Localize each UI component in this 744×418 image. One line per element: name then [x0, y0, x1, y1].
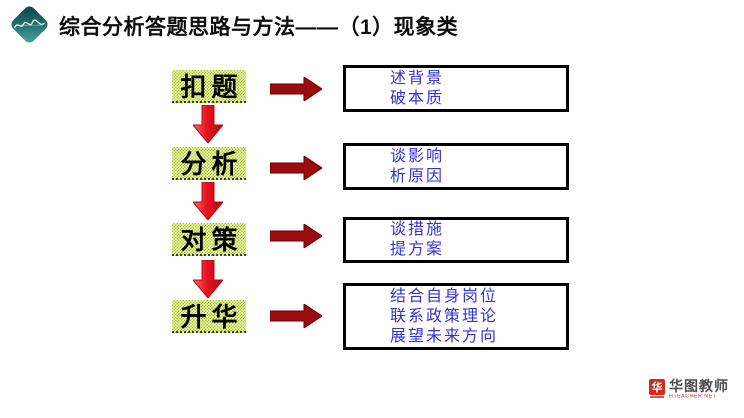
step-label-fenxi: 分析 — [172, 147, 246, 180]
right-arrow-icon — [270, 304, 322, 328]
detail-line: 提方案 — [390, 241, 445, 258]
detail-box-duice: 谈措施 提方案 — [343, 217, 569, 263]
page-title: 综合分析答题思路与方法——（1）现象类 — [59, 16, 459, 39]
detail-line: 析原因 — [390, 167, 445, 185]
detail-line: 破本质 — [390, 89, 445, 107]
right-arrow-icon — [270, 77, 322, 101]
logo-text-wrap: 华图教师 HTEACHER.NET — [669, 379, 729, 400]
logo-square-icon: 华 — [649, 379, 665, 395]
signature-icon — [13, 19, 45, 29]
logo-mark: 华 — [651, 382, 663, 394]
brand-diamond-icon — [8, 3, 51, 46]
detail-line: 联系政策理论 — [390, 307, 499, 325]
right-arrow-icon — [270, 224, 322, 248]
detail-line: 谈措施 — [390, 221, 445, 238]
logo-domain: HTEACHER.NET — [669, 394, 717, 400]
detail-line: 述背景 — [390, 69, 445, 87]
detail-box-fenxi: 谈影响 析原因 — [343, 143, 569, 190]
down-arrow-icon — [193, 105, 223, 143]
step-label-shenghua: 升华 — [172, 300, 246, 333]
huatu-teacher-logo: 华 华图教师 HTEACHER.NET — [649, 379, 729, 400]
detail-line: 谈影响 — [390, 147, 445, 165]
logo-name: 华图教师 — [669, 378, 729, 394]
detail-box-koutti: 述背景 破本质 — [343, 65, 569, 112]
down-arrow-icon — [193, 260, 223, 298]
right-arrow-icon — [270, 156, 322, 180]
logo-since-bar — [650, 396, 664, 398]
step-label-koutti: 扣题 — [172, 70, 246, 103]
detail-line: 展望未来方向 — [390, 327, 499, 345]
detail-line: 结合自身岗位 — [390, 287, 499, 305]
detail-box-shenghua: 结合自身岗位 联系政策理论 展望未来方向 — [343, 283, 569, 350]
down-arrow-icon — [193, 182, 223, 220]
step-label-duice: 对策 — [172, 223, 246, 256]
logo-square-wrap: 华 — [649, 379, 665, 398]
